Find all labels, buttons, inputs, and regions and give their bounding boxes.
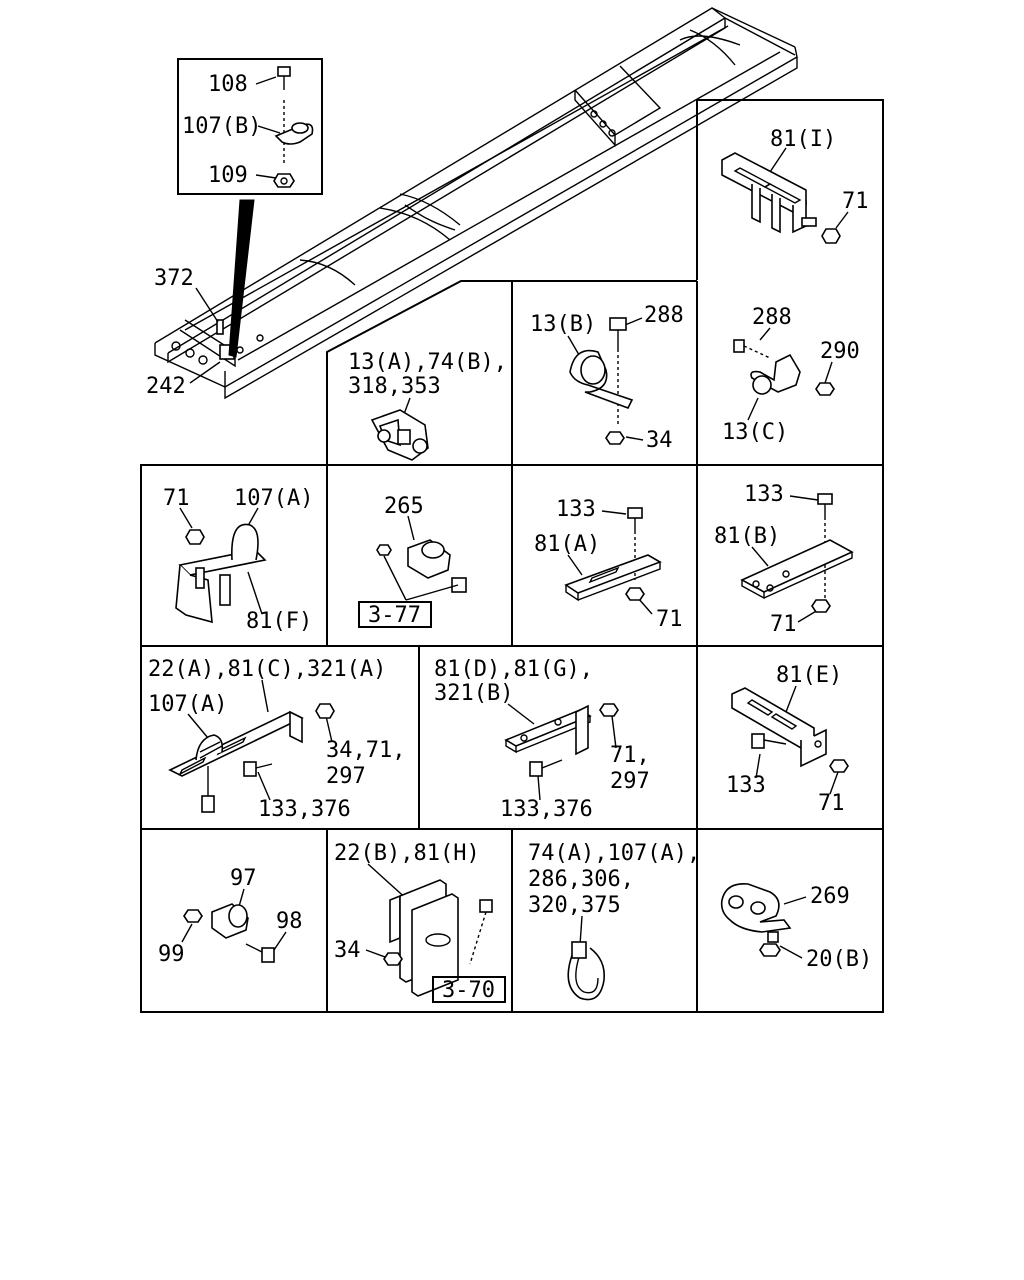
frame-labels: 372 242 — [146, 266, 221, 399]
label-97: 97 — [230, 866, 257, 891]
label-269: 269 — [810, 884, 850, 909]
chassis-frame — [154, 7, 798, 400]
label-288c: 288 — [752, 305, 792, 330]
label-81d-line2: 321(B) — [434, 681, 513, 706]
cell-13b: 13(B) 288 34 — [530, 303, 684, 453]
label-133b: 133 — [744, 482, 784, 507]
cell-81i: 81(I) 71 — [721, 127, 869, 244]
label-74a-line3: 320,375 — [528, 893, 621, 918]
label-99: 99 — [158, 942, 185, 967]
inset-detail: 108 107(B) 109 — [177, 58, 323, 195]
ref-box-3-70 — [432, 976, 506, 1003]
label-290: 290 — [820, 339, 860, 364]
label-81d-line1: 81(D),81(G), — [434, 657, 593, 682]
label-71: 71 — [842, 189, 869, 214]
label-13a-line2: 318,353 — [348, 374, 441, 399]
label-ref-3-77: 3-77 — [368, 603, 421, 628]
label-74a-line1: 74(A),107(A), — [528, 841, 700, 866]
cell-74a: 74(A),107(A), 286,306, 320,375 — [528, 841, 700, 1001]
cell-22b: 22(B),81(H) 34 3-70 — [334, 841, 506, 1003]
cell-81b: 133 81(B) 71 — [714, 482, 854, 637]
label-297b: 297 — [610, 769, 650, 794]
label-74a-line2: 286,306, — [528, 867, 634, 892]
label-288: 288 — [644, 303, 684, 328]
label-81a: 81(A) — [534, 532, 600, 557]
label-71e: 71, — [610, 743, 650, 768]
label-81e: 81(E) — [776, 663, 842, 688]
cell-13c: 288 290 13(C) — [722, 305, 860, 445]
label-372: 372 — [154, 266, 194, 291]
label-81b: 81(B) — [714, 524, 780, 549]
label-242: 242 — [146, 374, 186, 399]
cell-97: 97 98 99 — [158, 866, 303, 967]
ref-box-3-77 — [358, 601, 432, 628]
cell-81d: 81(D),81(G), 321(B) 71, 297 133,376 — [434, 657, 650, 822]
cell-81e: 81(E) 133 71 — [726, 663, 849, 816]
label-297: 297 — [326, 764, 366, 789]
label-98: 98 — [276, 909, 303, 934]
label-107a: 107(A) — [234, 486, 313, 511]
label-71d: 71 — [770, 612, 797, 637]
label-81f: 81(F) — [246, 609, 312, 634]
label-34b: 34 — [334, 938, 361, 963]
label-ref-3-70: 3-70 — [442, 978, 495, 1003]
label-13a-line1: 13(A),74(B), — [348, 350, 507, 375]
label-22b: 22(B),81(H) — [334, 841, 480, 866]
label-133c: 133 — [726, 773, 766, 798]
label-133: 133 — [556, 497, 596, 522]
label-133-376b: 133,376 — [500, 797, 593, 822]
label-13c: 13(C) — [722, 420, 788, 445]
label-108: 108 — [208, 72, 248, 97]
label-22a: 22(A),81(C),321(A) — [148, 657, 386, 682]
label-34: 34 — [646, 428, 673, 453]
cell-13a: 13(A),74(B), 318,353 — [348, 350, 507, 461]
cell-81a: 133 81(A) 71 — [534, 497, 683, 632]
label-81i: 81(I) — [770, 127, 836, 152]
cell-269: 269 20(B) — [720, 883, 872, 972]
grid-lines — [140, 99, 884, 1013]
label-107a-b: 107(A) — [148, 692, 227, 717]
cell-22a: 22(A),81(C),321(A) 107(A) 34,71, 297 133… — [148, 657, 405, 822]
label-71f: 71 — [818, 791, 845, 816]
label-265: 265 — [384, 494, 424, 519]
label-107b: 107(B) — [182, 114, 261, 139]
label-71c: 71 — [656, 607, 683, 632]
label-13b: 13(B) — [530, 312, 596, 337]
cell-265: 265 3-77 — [358, 494, 467, 628]
label-133-376: 133,376 — [258, 797, 351, 822]
label-109: 109 — [208, 163, 248, 188]
label-20b: 20(B) — [806, 947, 872, 972]
label-34-71: 34,71, — [326, 738, 405, 763]
label-71b: 71 — [163, 486, 190, 511]
cell-107a-clamp: 71 107(A) 81(F) — [163, 486, 313, 634]
